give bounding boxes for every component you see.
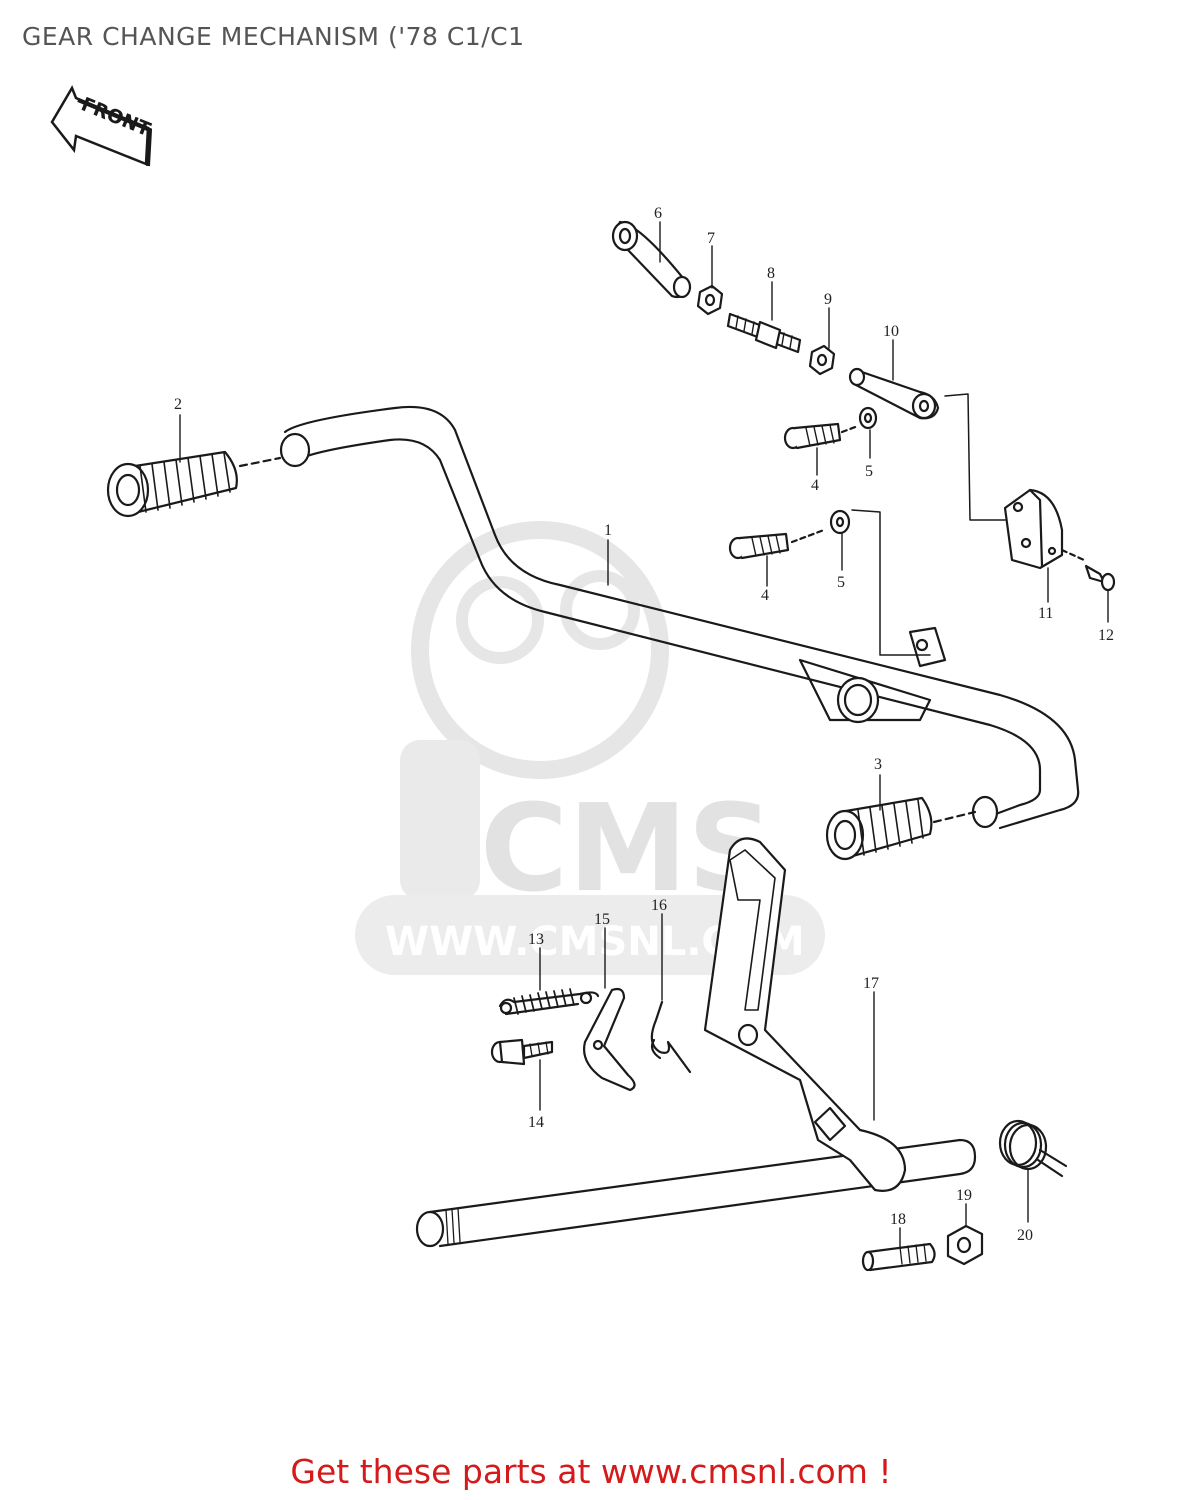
part-1-shift-pedal-tube [279, 405, 1080, 830]
leader-lines [179, 221, 1109, 1249]
part-4-bolt-lower [728, 528, 826, 560]
watermark: CMS WWW.CMSNL.COM [355, 521, 825, 975]
part-10-rod-end [848, 367, 1006, 521]
front-arrow-icon: FRONT [50, 85, 154, 167]
callout-5-upper: 5 [865, 463, 873, 480]
callout-4-upper: 4 [811, 477, 819, 494]
callout-8: 8 [767, 265, 775, 282]
part-12-screw [1084, 564, 1116, 592]
callout-3: 3 [874, 756, 882, 773]
callout-20: 20 [1017, 1227, 1033, 1244]
part-7-nut [696, 284, 724, 316]
part-11-bracket [1003, 488, 1086, 570]
part-3-pedal-rubber [825, 796, 977, 861]
callout-16: 16 [651, 897, 667, 914]
callout-2: 2 [174, 396, 182, 413]
callout-12: 12 [1098, 627, 1114, 644]
callout-5-lower: 5 [837, 574, 845, 591]
part-2-pedal-rubber [106, 450, 282, 518]
callout-14: 14 [528, 1114, 544, 1131]
callout-17: 17 [863, 975, 879, 992]
callout-11: 11 [1038, 605, 1053, 622]
part-5-washer-lower [829, 509, 931, 656]
callout-10: 10 [883, 323, 899, 340]
part-8-adjuster-rod [726, 312, 802, 354]
callout-6: 6 [654, 205, 662, 222]
part-9-nut [808, 344, 836, 376]
callout-19: 19 [956, 1187, 972, 1204]
part-4-bolt-upper [783, 422, 860, 450]
callout-9: 9 [824, 291, 832, 308]
callout-18: 18 [890, 1211, 906, 1228]
callout-1: 1 [604, 522, 612, 539]
part-17-shift-shaft [415, 837, 977, 1248]
callout-4-lower: 4 [761, 587, 769, 604]
callouts: 2 1 3 4 5 4 5 6 7 8 9 10 11 12 13 14 15 … [174, 205, 1114, 1244]
part-5-washer-upper [858, 406, 878, 430]
part-19-nut [946, 1224, 984, 1266]
part-18-pin [861, 1242, 936, 1272]
part-20-return-spring [998, 1119, 1068, 1178]
part-16-spring-clip [650, 1000, 692, 1074]
part-15-stopper-plate [583, 987, 636, 1092]
page-title: GEAR CHANGE MECHANISM ('78 C1/C1 [22, 22, 525, 51]
callout-7: 7 [707, 230, 715, 247]
part-14-bolt [490, 1038, 554, 1066]
footer-link[interactable]: Get these parts at www.cmsnl.com ! [290, 1452, 892, 1491]
part-13-spring [498, 988, 600, 1016]
part-6-rod-end [611, 220, 692, 299]
footer-promo: Get these parts at www.cmsnl.com ! [0, 1452, 1182, 1491]
callout-15: 15 [594, 911, 610, 928]
callout-13: 13 [528, 931, 544, 948]
